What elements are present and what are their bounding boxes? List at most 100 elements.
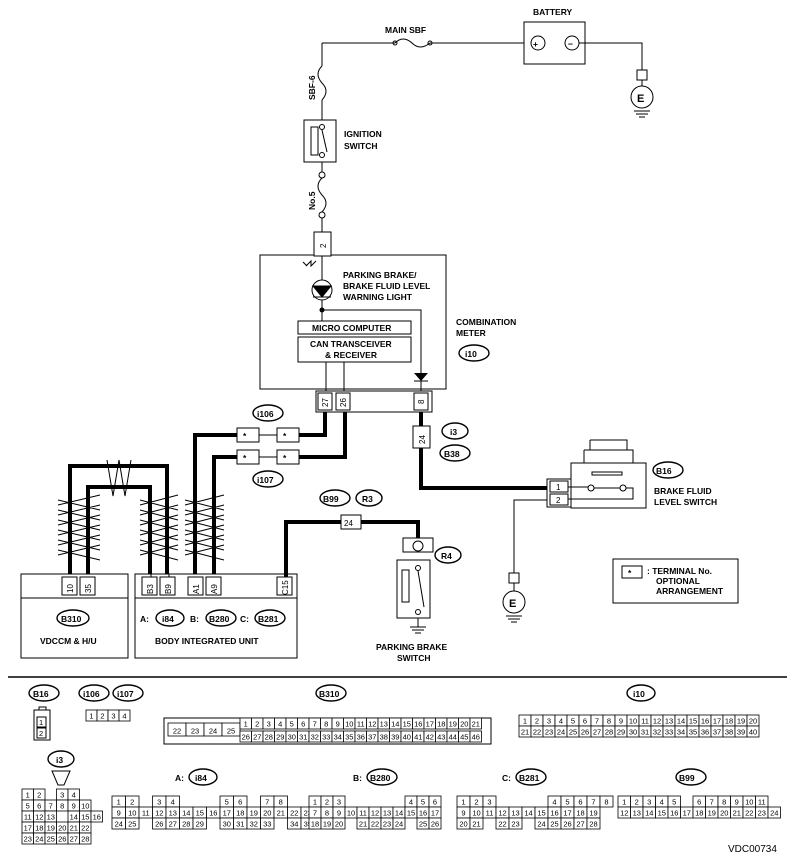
b280-pin-21: 21 — [359, 820, 367, 829]
b16-oval — [652, 461, 684, 479]
i3-pin-26: 26 — [58, 835, 66, 844]
b310-pin-23: 23 — [191, 727, 199, 736]
b280-pin-25: 25 — [419, 820, 427, 829]
i10-pin-18: 18 — [725, 717, 733, 726]
i84-oval — [155, 609, 185, 627]
i84-pin-23: 23 — [304, 809, 312, 818]
b280-pin-24: 24 — [395, 820, 403, 829]
b280-pin-9: 9 — [337, 809, 341, 818]
i3-label: i3 — [450, 427, 457, 437]
b16-face-pin-2: 2 — [39, 729, 43, 738]
i3-pin-6: 6 — [37, 802, 41, 811]
micro-computer-box — [297, 320, 412, 335]
bottom-a-label: A: — [175, 773, 184, 783]
can-transceiver-box — [297, 336, 412, 363]
parking-brake-label-2: SWITCH — [397, 653, 431, 663]
main-sbf-fuse — [394, 38, 431, 48]
b281-pin-14: 14 — [524, 809, 532, 818]
b280-pin-15: 15 — [407, 809, 415, 818]
b16-pin-2: 2 — [556, 496, 561, 505]
b310-pin-25: 25 — [227, 727, 235, 736]
b16-pin-1: 1 — [556, 483, 561, 492]
i3-pin-5: 5 — [26, 802, 30, 811]
b281-pin-8: 8 — [604, 798, 608, 807]
b310-pin-14: 14 — [391, 720, 399, 729]
i3-pin-24: 24 — [35, 835, 43, 844]
brake-fluid-label-2: LEVEL SWITCH — [654, 497, 717, 507]
b281-pin-12: 12 — [498, 809, 506, 818]
b280-pin-2: 2 — [325, 798, 329, 807]
i10-pin-38: 38 — [725, 728, 733, 737]
i10-pin-7: 7 — [595, 717, 599, 726]
b281-pin-6: 6 — [578, 798, 582, 807]
b310-pin-11: 11 — [357, 720, 365, 729]
b310-pin-7: 7 — [313, 720, 317, 729]
i106-pin-1: 1 — [89, 712, 93, 721]
b38-oval — [439, 444, 471, 462]
b281-pin-2: 2 — [474, 798, 478, 807]
i84-pin-20: 20 — [263, 809, 271, 818]
b310-pin-40: 40 — [403, 733, 411, 742]
i84-pin-30: 30 — [223, 820, 231, 829]
i106-pin-2: 2 — [100, 712, 104, 721]
b310-pin-22: 22 — [173, 727, 181, 736]
b280-pin-8: 8 — [325, 809, 329, 818]
i84-pin-11: 11 — [142, 809, 150, 818]
i84-pin-19: 19 — [250, 809, 258, 818]
i10-pin-12: 12 — [653, 717, 661, 726]
b99-pin-20: 20 — [720, 809, 728, 818]
b310-pin-9: 9 — [336, 720, 340, 729]
parking-brake-label-1: PARKING BRAKE — [376, 642, 447, 652]
i10-connector-oval — [458, 344, 490, 362]
i3-pin-2: 2 — [37, 791, 41, 800]
b281-pin-23: 23 — [511, 820, 519, 829]
vdccm-pin-10: 10 — [66, 584, 75, 593]
i3-pin-19: 19 — [47, 824, 55, 833]
no5-label: No.5 — [307, 191, 317, 210]
i84-pin-29: 29 — [196, 820, 204, 829]
b281-pin-10: 10 — [472, 809, 480, 818]
warning-light-label-3: WARNING LIGHT — [343, 292, 413, 302]
i10-pin-20: 20 — [749, 717, 757, 726]
bottom-b99-label: B99 — [679, 773, 695, 783]
b99-oval — [319, 489, 351, 507]
b281-pin-25: 25 — [550, 820, 558, 829]
b99-pin-10: 10 — [745, 798, 753, 807]
b281-pin-15: 15 — [537, 809, 545, 818]
b99-pin-7: 7 — [710, 798, 714, 807]
b281-pin-11: 11 — [486, 809, 494, 818]
i3-pin-17: 17 — [24, 824, 32, 833]
i106-label: i106 — [257, 409, 274, 419]
b280-pin-22: 22 — [371, 820, 379, 829]
i3-pin-27: 27 — [70, 835, 78, 844]
i84-pin-6: 6 — [238, 798, 242, 807]
i84-pin-2: 2 — [130, 798, 134, 807]
i106-pin-3: 3 — [111, 712, 115, 721]
b281-pin-4: 4 — [552, 798, 556, 807]
b99-pin-24: 24 — [344, 519, 353, 528]
i3-pin-3: 3 — [60, 791, 64, 800]
i3-pin-21: 21 — [70, 824, 78, 833]
b99-pin-15: 15 — [658, 809, 666, 818]
b310-pin-15: 15 — [403, 720, 411, 729]
biu-pin-b3: B3 — [146, 584, 155, 594]
b310-oval — [56, 609, 90, 627]
i107-label: i107 — [257, 475, 274, 485]
i3-pin-9: 9 — [72, 802, 76, 811]
i84-pin-34: 34 — [290, 820, 298, 829]
bottom-i10-label: i10 — [633, 689, 645, 699]
i84-pin-3: 3 — [157, 798, 161, 807]
b280-oval — [205, 609, 237, 627]
b310-pin-29: 29 — [276, 733, 284, 742]
i10-pin-10: 10 — [629, 717, 637, 726]
r4-oval — [434, 546, 462, 564]
b281-pin-13: 13 — [511, 809, 519, 818]
i10-pin-9: 9 — [619, 717, 623, 726]
i10-pin-40: 40 — [749, 728, 757, 737]
b281-pin-19: 19 — [589, 809, 597, 818]
i107-star-2: * — [283, 453, 287, 463]
i10-pin-5: 5 — [571, 717, 575, 726]
